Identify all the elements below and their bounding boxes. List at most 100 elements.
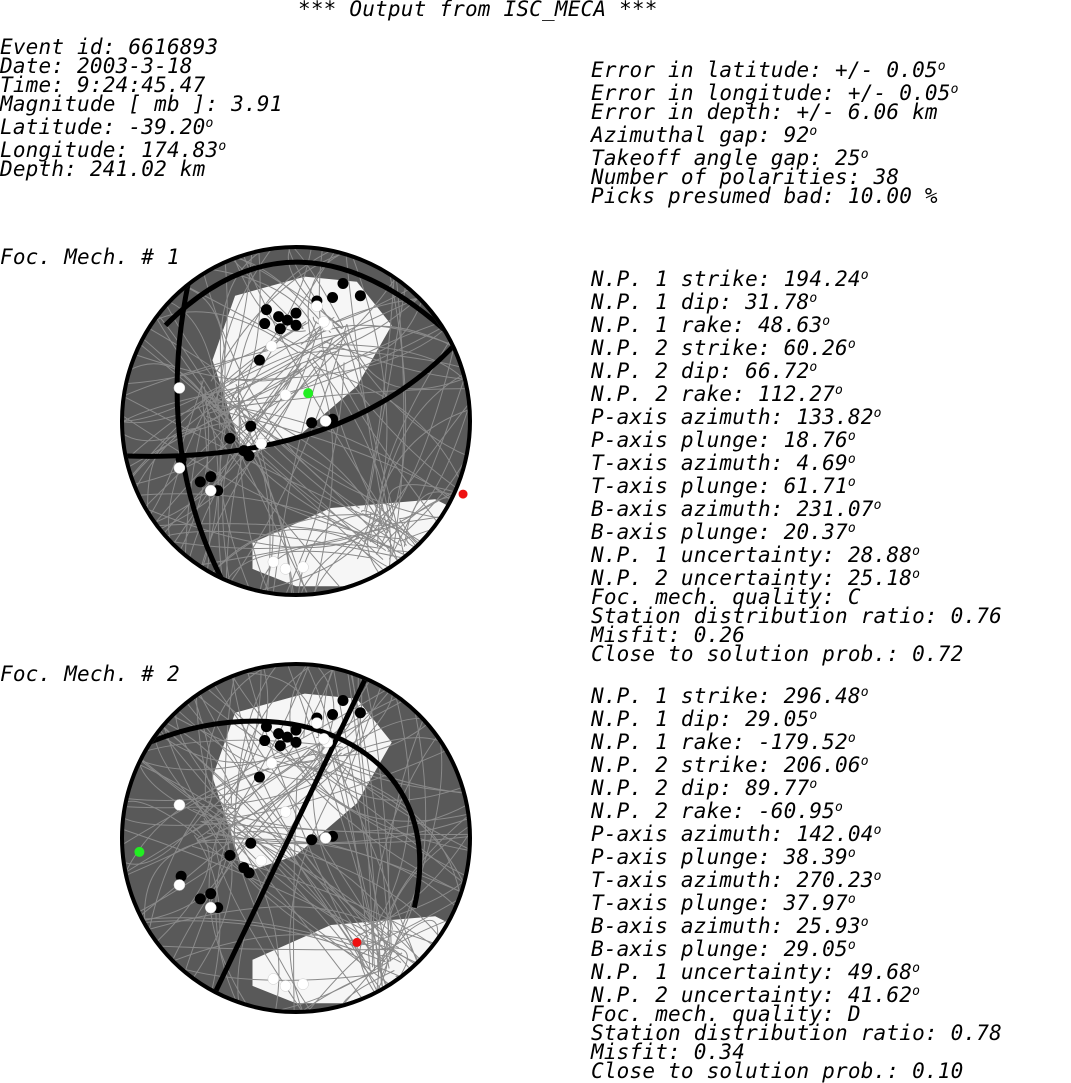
solution-curve (245, 952, 403, 1010)
compression-station (243, 867, 255, 879)
solution-curve (388, 362, 468, 560)
solution-curve (217, 833, 446, 945)
param-line: T-axis plunge: 37.97o (591, 891, 856, 915)
dilatation-station (173, 462, 186, 474)
param-line: N.P. 2 strike: 60.26o (591, 336, 856, 360)
dilatation-station (204, 484, 217, 497)
param-line: Azimuthal gap: 92o (591, 123, 818, 147)
solution-curve (180, 695, 369, 938)
solution-curve (133, 739, 343, 756)
solution-curve (191, 666, 262, 833)
param-line: Date: 2003-3-18 (0, 54, 193, 78)
solution-curve (329, 749, 384, 999)
solution-curve (377, 808, 468, 977)
param-line: B-axis plunge: 29.05o (591, 937, 856, 961)
param-line: Station distribution ratio: 0.76 (591, 604, 1002, 628)
solution-curve (363, 479, 468, 542)
solution-curve (163, 934, 374, 965)
solution-curve (189, 688, 323, 775)
solution-curve (206, 322, 451, 403)
param-line: Error in depth: +/- 6.06 km (591, 100, 938, 124)
solution-curve (222, 550, 373, 589)
solution-curve (126, 351, 303, 382)
beachball-2 (120, 662, 472, 1014)
solution-curve (289, 767, 347, 1010)
solution-curve (230, 667, 389, 938)
solution-curve (310, 784, 468, 881)
solution-curve (134, 920, 385, 963)
solution-curve (125, 420, 233, 487)
solution-curve (344, 249, 389, 534)
compression-station (260, 721, 272, 733)
param-line: B-axis plunge: 20.37o (591, 520, 856, 544)
param-line: P-axis azimuth: 133.82o (591, 405, 882, 429)
compression-station (354, 707, 366, 719)
param-line: T-axis azimuth: 270.23o (591, 868, 882, 892)
param-line: Takeoff angle gap: 25o (591, 146, 869, 170)
compression-station (224, 432, 236, 444)
compression-station (175, 453, 187, 465)
compression-station (245, 837, 257, 849)
solution-curve (301, 666, 371, 972)
solution-curve (372, 728, 443, 972)
solution-curve (403, 491, 462, 547)
solution-curve (192, 808, 382, 1000)
param-line: N.P. 1 strike: 296.48o (591, 684, 869, 708)
param-line: Close to solution prob.: 0.72 (591, 642, 964, 666)
solution-curve (213, 252, 228, 409)
solution-curve (195, 666, 337, 840)
dilatation-station (267, 973, 280, 985)
solution-curve (357, 819, 468, 937)
param-line: Misfit: 0.34 (591, 1040, 746, 1064)
param-line: Number of polarities: 38 (591, 165, 900, 189)
compression-station (274, 323, 286, 335)
solution-curve (367, 508, 392, 581)
param-line: Picks presumed bad: 10.00 % (591, 184, 938, 208)
solution-curve (139, 906, 379, 933)
param-line: N.P. 2 rake: -60.95o (591, 799, 844, 823)
solution-curve (399, 385, 468, 520)
compression-station (259, 318, 271, 330)
compression-station (194, 476, 206, 488)
solution-curve (124, 316, 335, 422)
solution-curve (149, 825, 210, 949)
dilatation-station (265, 757, 278, 769)
solution-curve (131, 746, 308, 771)
compression-station (327, 708, 339, 720)
solution-curve (277, 249, 345, 329)
solution-curve (208, 677, 393, 954)
solution-curve (124, 332, 347, 401)
solution-curve (234, 408, 271, 593)
compression-station (306, 834, 318, 846)
page-title: *** Output from ISC_MECA *** (298, 0, 658, 21)
solution-curve (218, 394, 404, 570)
param-line: N.P. 1 dip: 31.78o (591, 290, 818, 314)
param-line: N.P. 1 dip: 29.05o (591, 707, 818, 731)
green-station (134, 846, 145, 857)
solution-curve (312, 772, 468, 822)
solution-curve (132, 502, 360, 549)
nodal-plane-2 (210, 669, 372, 1000)
solution-curve (199, 395, 219, 577)
solution-curve (150, 726, 328, 764)
compression-station (281, 314, 293, 326)
solution-curve (307, 358, 334, 593)
solution-curve (207, 270, 401, 415)
solution-curve (215, 249, 253, 400)
solution-curve (197, 405, 349, 593)
solution-curve (151, 330, 318, 534)
param-line: Time: 9:24:45.47 (0, 73, 206, 97)
solution-curve (318, 249, 393, 537)
solution-curve (227, 823, 280, 1010)
solution-curve (138, 330, 325, 514)
solution-curve (235, 383, 274, 593)
red-station (352, 937, 362, 947)
dilatation-station (173, 799, 186, 811)
compression-station (290, 724, 302, 736)
param-line: Close to solution prob.: 0.10 (591, 1059, 964, 1083)
compression-station (259, 735, 271, 747)
solution-curve (124, 753, 316, 851)
solution-curve (323, 340, 468, 381)
dilatation-station (255, 437, 267, 450)
solution-curve (387, 710, 428, 930)
